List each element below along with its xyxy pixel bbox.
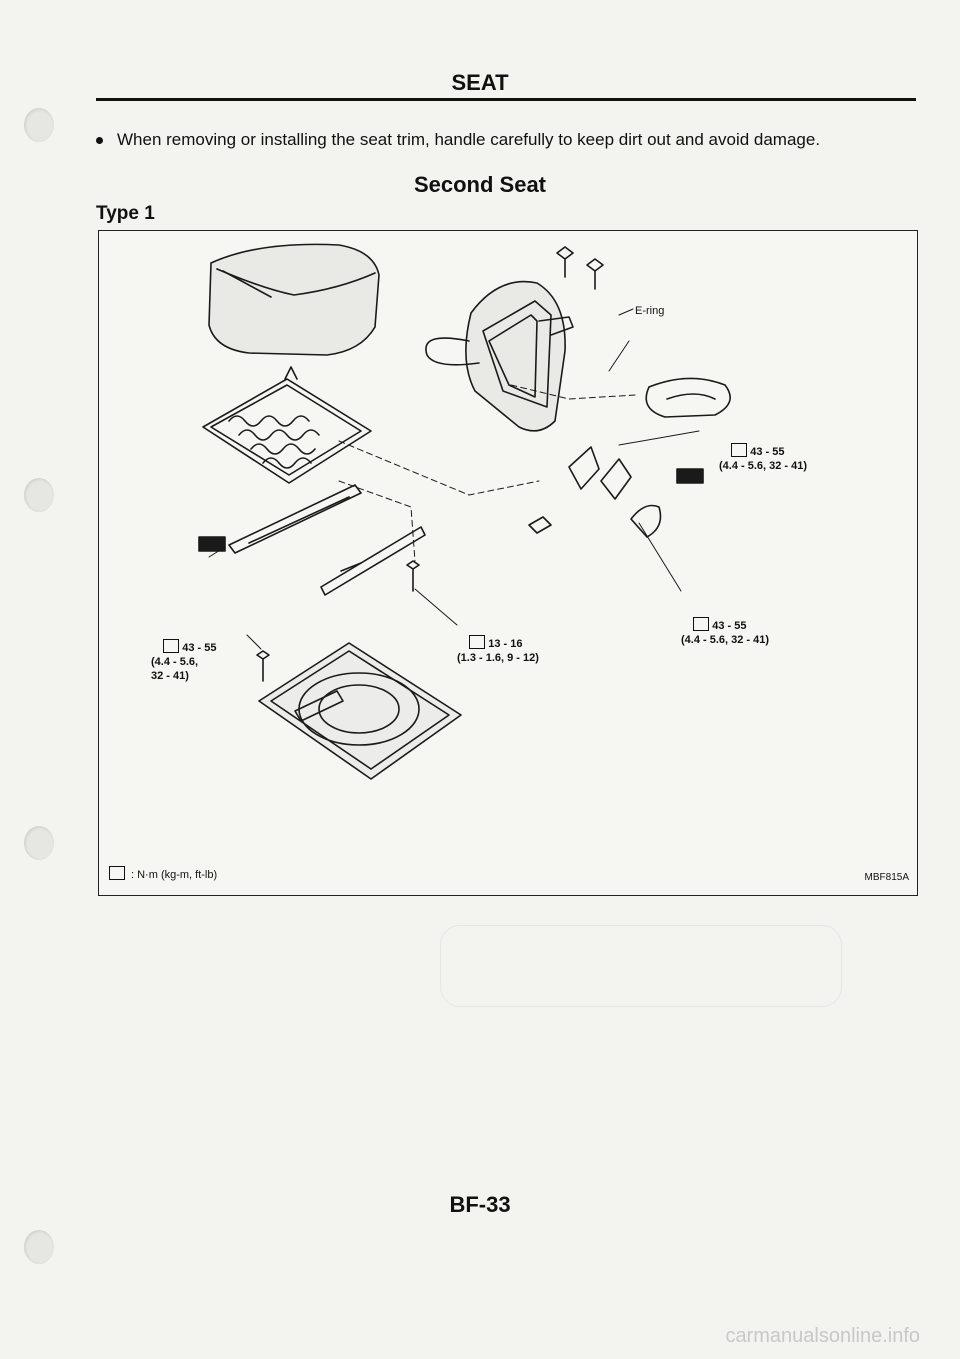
torque-icon — [731, 443, 748, 457]
figure-code: MBF815A — [864, 872, 909, 883]
torque-callout-top-right: 43 - 55 (4.4 - 5.6, 32 - 41) — [719, 429, 807, 487]
seatback — [425, 280, 574, 432]
torque-callout-center: 13 - 16 (1.3 - 1.6, 9 - 12) — [457, 621, 539, 679]
page-number: BF-33 — [449, 1192, 511, 1217]
cushion-frame — [202, 366, 372, 484]
torque-icon — [469, 635, 486, 649]
watermark: carmanualsonline.info — [725, 1325, 920, 1347]
exploded-diagram: E-ring 43 - 55 (4.4 - 5.6, 32 - 41) 43 -… — [98, 230, 918, 896]
center-bolt — [406, 560, 420, 592]
punch-hole — [24, 108, 54, 142]
spec-label-block — [676, 468, 704, 484]
seat-cushion — [208, 243, 380, 356]
left-bolt — [256, 650, 270, 682]
spec-label-block — [198, 536, 226, 552]
recliner-mechanism — [528, 446, 662, 538]
type-label: Type 1 — [96, 203, 155, 224]
punch-hole — [24, 478, 54, 512]
punch-hole — [24, 1230, 54, 1264]
title-rule — [96, 98, 916, 101]
top-bolts — [556, 246, 604, 290]
torque-callout-mid-right: 43 - 55 (4.4 - 5.6, 32 - 41) — [681, 603, 769, 661]
torque-legend: : N·m (kg-m, ft-lb) — [109, 866, 217, 881]
section-title: Second Seat — [413, 172, 547, 197]
page-title: SEAT — [451, 70, 509, 95]
diagram-drawing — [198, 243, 731, 780]
punch-hole — [24, 826, 54, 860]
swivel-base — [258, 642, 462, 780]
leader-lines — [208, 308, 700, 650]
bullet-dot — [96, 137, 103, 145]
torque-callout-left: 43 - 55 (4.4 - 5.6, 32 - 41) — [151, 625, 216, 697]
torque-icon — [693, 617, 710, 631]
torque-icon — [109, 866, 125, 880]
intro-text: When removing or installing the seat tri… — [117, 130, 821, 149]
armrest-bracket — [645, 377, 731, 418]
torque-icon — [163, 639, 180, 653]
bleed-through-shape — [440, 925, 842, 1007]
slide-rails — [228, 484, 426, 596]
e-ring-label: E-ring — [635, 305, 665, 317]
intro-bullet: When removing or installing the seat tri… — [96, 130, 820, 150]
